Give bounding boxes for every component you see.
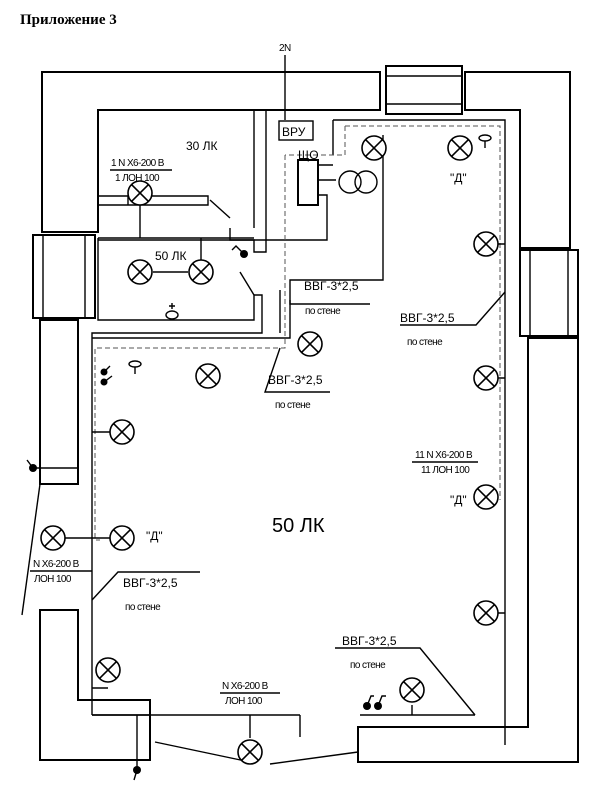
emergency-mark: "Д" [450, 493, 467, 507]
window-right [519, 249, 579, 337]
cable-mount-note: по стене [407, 337, 443, 348]
fixture-note-bottom: ЛОН 100 [225, 696, 263, 707]
cable-mount-note: по стене [350, 660, 386, 671]
switch-icon [231, 245, 248, 258]
cable-note: ВВГ-3*2,5 [400, 311, 455, 325]
room-label: 50 ЛК [272, 515, 325, 537]
lamp-icon [109, 525, 135, 551]
switch-icon [26, 459, 37, 472]
switch-icon [363, 695, 386, 710]
room-label: 30 ЛК [186, 139, 218, 153]
lamp-icon [195, 363, 221, 389]
lamp-icon [40, 525, 66, 551]
cable-note: ВВГ-3*2,5 [342, 634, 397, 648]
emergency-mark: "Д" [146, 529, 163, 543]
room-label: 50 ЛК [155, 249, 187, 263]
lamp-icon [109, 419, 135, 445]
main-panel-box [278, 120, 314, 141]
socket-icon [128, 360, 142, 374]
lamp-icon [95, 657, 121, 683]
fixture-note-bottom: 11 ЛОН 100 [421, 465, 470, 476]
switch-icon [100, 365, 113, 386]
page-title: Приложение 3 [20, 12, 117, 28]
lamp-icon [473, 365, 499, 391]
transformer-icon [338, 170, 378, 194]
cable-note: ВВГ-3*2,5 [268, 373, 323, 387]
lamp-icon [473, 600, 499, 626]
fixture-note-top: 11 N X6-200 B [415, 450, 473, 461]
lighting-panel-box [297, 159, 319, 206]
lighting-panel-label: ЩО [298, 148, 319, 162]
lamp-icon [237, 739, 263, 765]
fixture-note-top: 1 N X6-200 B [111, 158, 165, 169]
lamp-icon [127, 180, 153, 206]
cable-mount-note: по стене [125, 602, 161, 613]
socket-icon [478, 134, 492, 148]
switch-icon [133, 766, 141, 781]
main-panel-label: ВРУ [282, 125, 306, 139]
lamps [40, 135, 499, 765]
lamp-icon [297, 331, 323, 357]
cable-mount-note: по стене [305, 306, 341, 317]
fixture-note-bottom: 1 ЛОН 100 [115, 173, 160, 184]
socket-icon [165, 303, 179, 320]
lamp-icon [399, 677, 425, 703]
cable-note: ВВГ-3*2,5 [304, 279, 359, 293]
window-top [385, 65, 463, 115]
walls [21, 65, 579, 765]
lamp-icon [127, 259, 153, 285]
lamp-icon [473, 484, 499, 510]
lamp-icon [188, 259, 214, 285]
cable-note: ВВГ-3*2,5 [123, 576, 178, 590]
emergency-mark: "Д" [450, 171, 467, 185]
fixture-note-bottom: ЛОН 100 [34, 574, 72, 585]
input-label: 2N [279, 43, 291, 54]
fixture-note-top: N X6-200 B [33, 559, 80, 570]
cable-mount-note: по стене [275, 400, 311, 411]
fixture-note-top: N X6-200 B [222, 681, 269, 692]
lamp-icon [447, 135, 473, 161]
lamp-icon [473, 231, 499, 257]
lamp-icon [361, 135, 387, 161]
